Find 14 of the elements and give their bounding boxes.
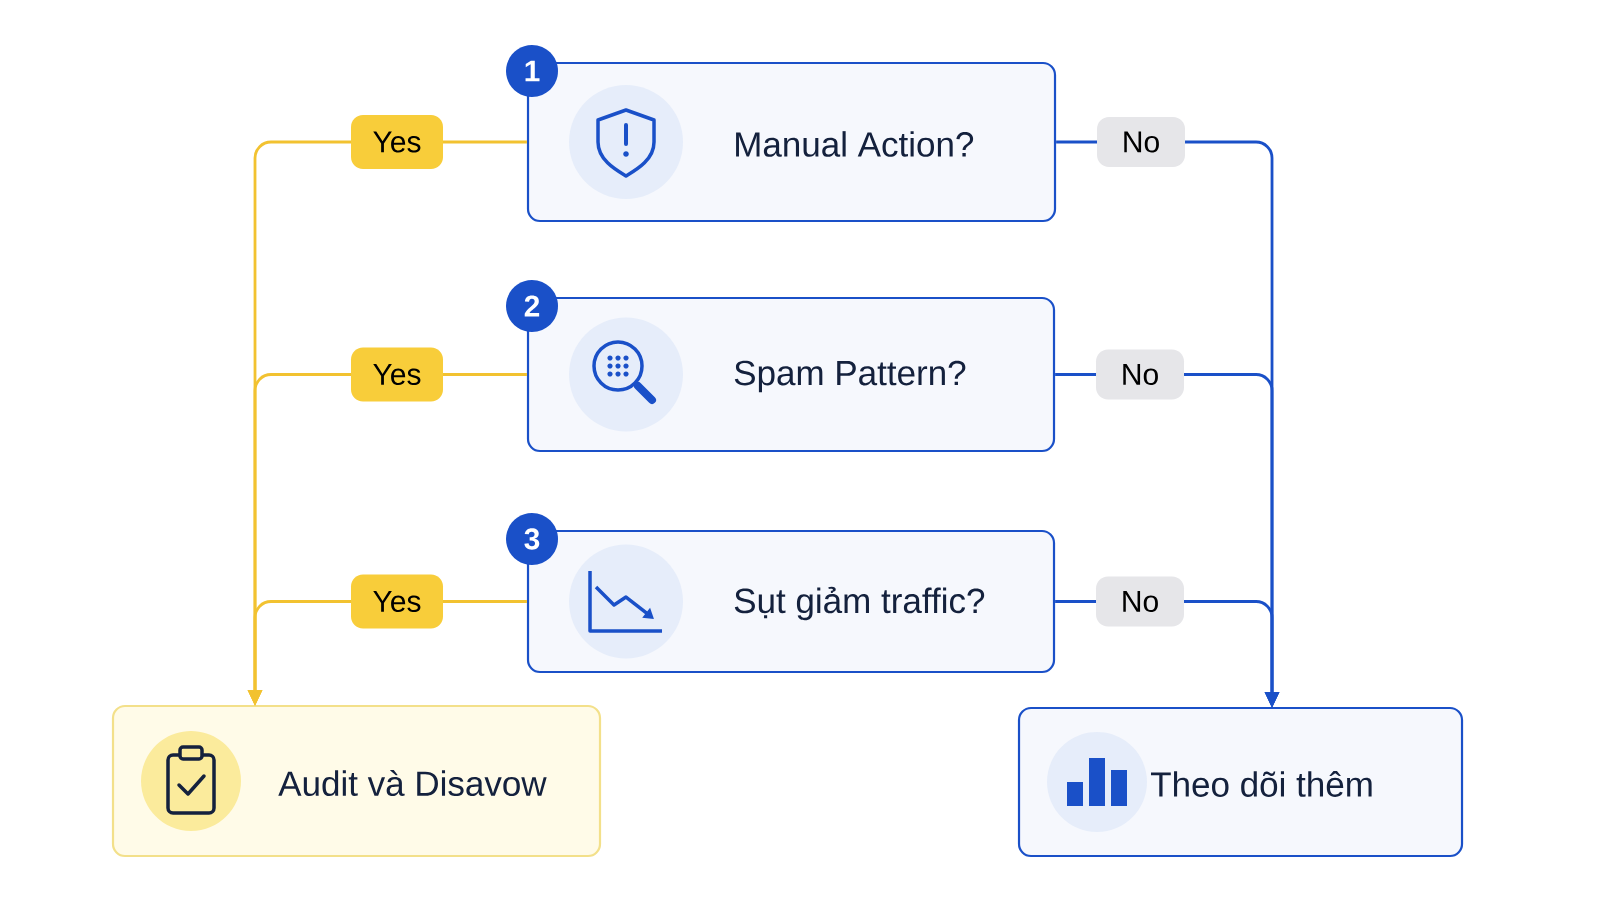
box-label: Sụt giảm traffic? <box>734 586 985 621</box>
number-badge: 2 <box>506 280 558 332</box>
edge-label: Yes <box>351 115 443 169</box>
edge-label: No <box>1097 117 1185 167</box>
edge-label: Yes <box>351 347 443 402</box>
box-label: Spam Pattern? <box>734 360 966 393</box>
box-label: Audit và Disavow <box>278 769 547 797</box>
number-badge: 3 <box>506 513 558 565</box>
box-label: Theo dõi thêm <box>1151 771 1372 797</box>
edge-label: No <box>1096 349 1184 400</box>
box-label: Manual Action? <box>736 131 974 157</box>
edge-label: Yes <box>351 574 443 629</box>
number-badge: 1 <box>506 45 558 97</box>
edge-label: No <box>1096 576 1184 627</box>
